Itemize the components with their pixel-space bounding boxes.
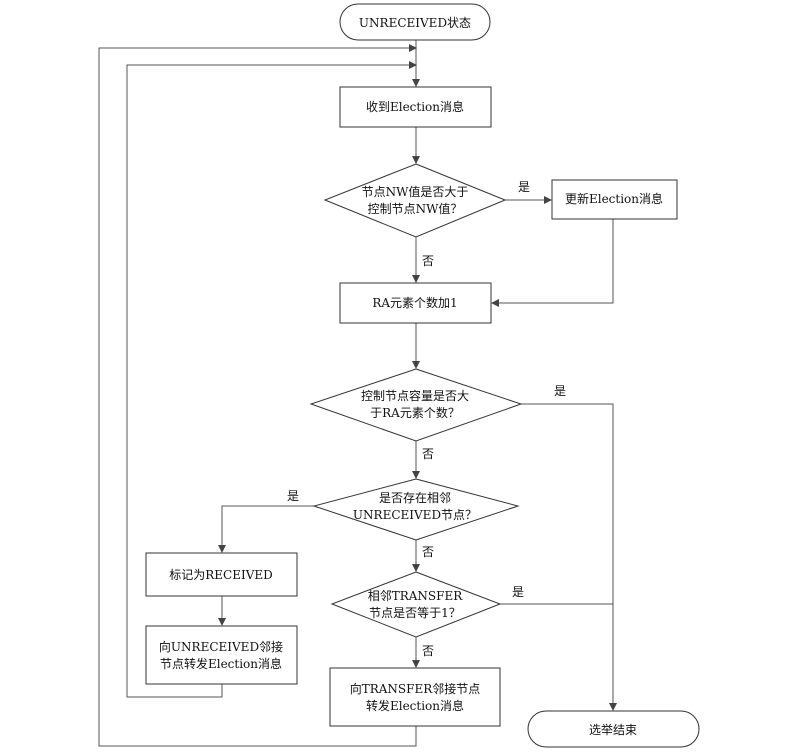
label-yes-neighbor: 是 xyxy=(287,489,299,503)
node-forward-transfer-line2: 转发Election消息 xyxy=(366,698,464,713)
edge-loop-outer xyxy=(98,44,417,747)
edge-neighbor-yes-mark xyxy=(218,505,314,553)
node-decision-capacity-line2: 于RA元素个数？ xyxy=(370,405,460,420)
edge-labels: 是 否 是 否 是 否 是 否 xyxy=(287,180,566,658)
node-decision-nw: 节点NW值是否大于 控制节点NW值？ xyxy=(323,163,507,238)
node-receive: 收到Election消息 xyxy=(339,86,492,128)
node-ra-add: RA元素个数加1 xyxy=(339,282,492,324)
node-forward-transfer-line1: 向TRANSFER邻接节点 xyxy=(350,681,481,696)
label-yes-capacity: 是 xyxy=(554,384,566,398)
label-yes-nw: 是 xyxy=(518,180,530,194)
node-decision-neighbor-line2: UNRECEIVED节点？ xyxy=(353,508,477,522)
node-mark: 标记为RECEIVED xyxy=(145,552,298,597)
node-decision-transfer: 相邻TRANSFER 节点是否等于1？ xyxy=(330,571,502,638)
label-no-neighbor: 否 xyxy=(422,545,434,559)
node-forward-unreceived-line2: 节点转发Election消息 xyxy=(160,656,282,671)
node-decision-neighbor-line1: 是否存在相邻 xyxy=(379,491,451,505)
node-decision-transfer-line2: 节点是否等于1？ xyxy=(369,606,461,620)
node-decision-neighbor: 是否存在相邻 UNRECEIVED节点？ xyxy=(312,478,520,541)
node-decision-transfer-line1: 相邻TRANSFER xyxy=(368,589,464,603)
label-yes-transfer: 是 xyxy=(512,585,524,599)
node-ra-add-label: RA元素个数加1 xyxy=(372,295,457,310)
node-forward-transfer: 向TRANSFER邻接节点 转发Election消息 xyxy=(329,667,501,727)
label-no-nw: 否 xyxy=(422,254,434,268)
node-decision-nw-line1: 节点NW值是否大于 xyxy=(362,184,469,199)
node-start-label: UNRECEIVED状态 xyxy=(359,16,471,30)
edge-capacity-yes-end xyxy=(521,403,617,711)
label-no-transfer: 否 xyxy=(422,644,434,658)
node-decision-capacity-line1: 控制节点容量是否大 xyxy=(361,388,469,403)
label-no-capacity: 否 xyxy=(422,447,434,461)
node-decision-nw-line2: 控制节点NW值？ xyxy=(368,201,463,216)
node-end: 选举结束 xyxy=(527,710,700,748)
edge-loop-inner xyxy=(126,61,417,698)
node-end-label: 选举结束 xyxy=(589,723,637,737)
node-update-label: 更新Election消息 xyxy=(565,191,663,206)
node-mark-label: 标记为RECEIVED xyxy=(169,568,273,582)
node-start: UNRECEIVED状态 xyxy=(339,3,491,41)
edge-update-ra xyxy=(491,219,614,307)
node-forward-unreceived: 向UNRECEIVED邻接 节点转发Election消息 xyxy=(145,625,298,685)
node-receive-label: 收到Election消息 xyxy=(366,99,464,114)
node-forward-unreceived-line1: 向UNRECEIVED邻接 xyxy=(159,639,283,654)
node-decision-capacity: 控制节点容量是否大 于RA元素个数？ xyxy=(309,368,523,442)
edges xyxy=(98,40,617,747)
node-update: 更新Election消息 xyxy=(551,179,678,220)
